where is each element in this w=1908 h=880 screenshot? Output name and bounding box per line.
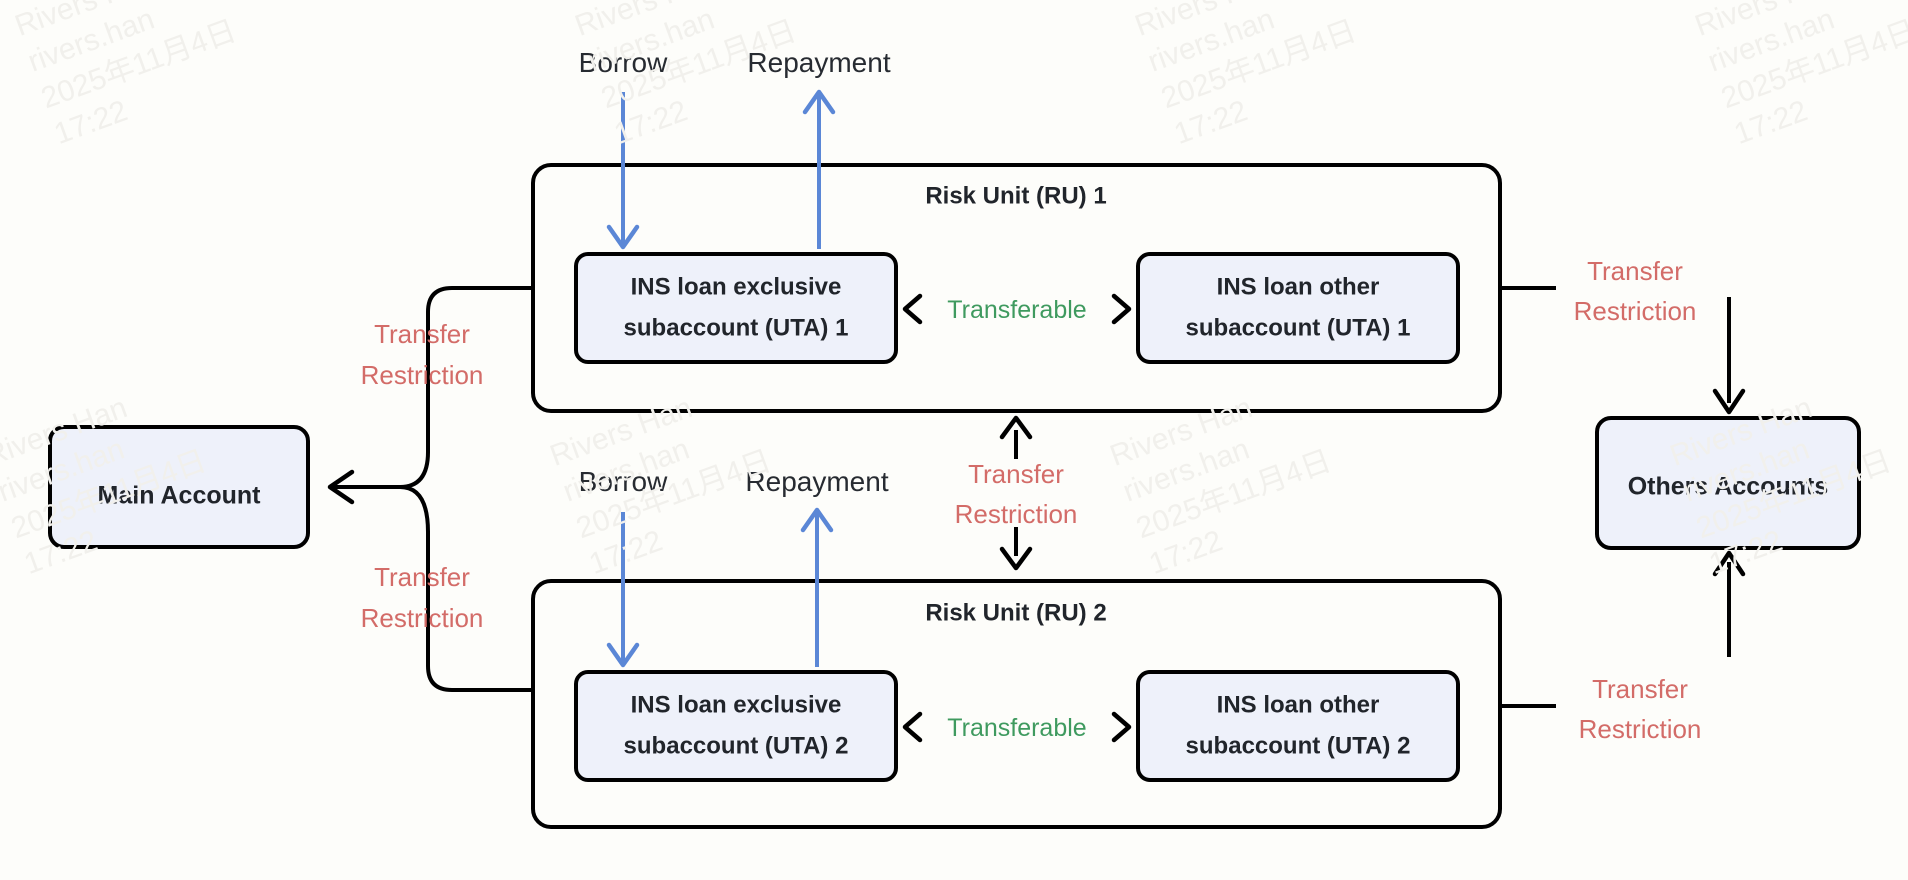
connector-ru1-to-main-account bbox=[426, 286, 535, 454]
restriction-left-top-line2: Restriction bbox=[361, 360, 484, 390]
connector-ru2-to-main-account bbox=[426, 530, 535, 692]
restriction-right-bottom-line2: Restriction bbox=[1579, 714, 1702, 744]
main-account-label: Main Account bbox=[98, 482, 262, 510]
borrow-ru2-label: Borrow bbox=[579, 466, 668, 497]
restriction-middle-line1: Transfer bbox=[968, 459, 1064, 489]
edge-ru1-transferable: Transferable bbox=[902, 293, 1132, 325]
ru1-other-box[interactable] bbox=[1136, 252, 1460, 364]
borrow-ru1-label: Borrow bbox=[579, 47, 668, 78]
ru2-other-line1: INS loan other bbox=[1217, 691, 1380, 718]
restriction-right-top-arrowhead-icon bbox=[1712, 388, 1746, 415]
restriction-left-bottom-line1: Transfer bbox=[374, 562, 470, 592]
repayment-ru2-label: Repayment bbox=[745, 466, 888, 497]
edge-restriction-right-bottom-arrow bbox=[1712, 550, 1746, 657]
node-risk-unit-2[interactable]: Risk Unit (RU) 2 INS loan exclusive suba… bbox=[531, 579, 1502, 829]
transferable-right-arrow-icon bbox=[1111, 293, 1132, 325]
repayment-ru1-arrowhead-icon bbox=[802, 89, 836, 115]
edge-restriction-right-top-arrow bbox=[1712, 297, 1746, 415]
restriction-right-top-line1: Transfer bbox=[1587, 256, 1683, 286]
node-ru1-exclusive-subaccount[interactable]: INS loan exclusive subaccount (UTA) 1 bbox=[574, 252, 898, 364]
restriction-middle-up-arrowhead-icon bbox=[999, 415, 1033, 440]
others-accounts-label: Others Accounts bbox=[1628, 473, 1829, 501]
ru2-transferable-label: Transferable bbox=[947, 714, 1086, 742]
risk-unit-2-title: Risk Unit (RU) 2 bbox=[925, 599, 1106, 626]
ru1-other-line2: subaccount (UTA) 1 bbox=[1186, 314, 1411, 341]
edge-transfer-restriction-middle: Transfer Restriction bbox=[955, 415, 1078, 571]
transferable-right-arrow-icon bbox=[1111, 711, 1132, 743]
restriction-left-bottom-line2: Restriction bbox=[361, 603, 484, 633]
edge-borrow-ru1: Borrow bbox=[579, 47, 668, 250]
node-ru2-other-subaccount[interactable]: INS loan other subaccount (UTA) 2 bbox=[1136, 670, 1460, 782]
node-ru2-exclusive-subaccount[interactable]: INS loan exclusive subaccount (UTA) 2 bbox=[574, 670, 898, 782]
node-others-accounts[interactable]: Others Accounts bbox=[1595, 416, 1861, 550]
ru2-other-line2: subaccount (UTA) 2 bbox=[1186, 732, 1411, 759]
ru2-exclusive-line2: subaccount (UTA) 2 bbox=[624, 732, 849, 759]
edge-repayment-ru1: Repayment bbox=[747, 47, 891, 249]
node-main-account[interactable]: Main Account bbox=[48, 425, 310, 549]
edge-borrow-ru2: Borrow bbox=[579, 466, 668, 668]
restriction-middle-line2: Restriction bbox=[955, 499, 1078, 529]
connector-merge-lower bbox=[398, 485, 430, 534]
transferable-left-arrow-icon bbox=[902, 711, 923, 743]
transferable-left-arrow-icon bbox=[902, 293, 923, 325]
restriction-right-top-line2: Restriction bbox=[1574, 296, 1697, 326]
node-ru1-other-subaccount[interactable]: INS loan other subaccount (UTA) 1 bbox=[1136, 252, 1460, 364]
ru1-exclusive-box[interactable] bbox=[574, 252, 898, 364]
ru1-transferable-label: Transferable bbox=[947, 296, 1086, 324]
connector-merge-upper bbox=[331, 450, 430, 489]
repayment-ru1-label: Repayment bbox=[747, 47, 890, 78]
ru2-other-box[interactable] bbox=[1136, 670, 1460, 782]
edge-repayment-ru2: Repayment bbox=[745, 466, 889, 667]
risk-unit-1-title: Risk Unit (RU) 1 bbox=[925, 182, 1106, 209]
others-accounts-box[interactable] bbox=[1595, 416, 1861, 550]
label-transfer-restriction-left-top: Transfer Restriction bbox=[361, 319, 484, 390]
ru2-exclusive-line1: INS loan exclusive bbox=[631, 691, 842, 718]
arrowhead-into-main-account bbox=[327, 469, 355, 505]
label-transfer-restriction-right-top: Transfer Restriction bbox=[1574, 256, 1697, 326]
label-transfer-restriction-left-bottom: Transfer Restriction bbox=[361, 562, 484, 633]
restriction-right-bottom-arrowhead-icon bbox=[1712, 550, 1746, 577]
ru1-exclusive-line2: subaccount (UTA) 1 bbox=[624, 314, 849, 341]
borrow-ru1-arrowhead-icon bbox=[606, 224, 640, 250]
main-account-box[interactable] bbox=[48, 425, 310, 549]
borrow-ru2-arrowhead-icon bbox=[606, 642, 640, 668]
ru2-exclusive-box[interactable] bbox=[574, 670, 898, 782]
restriction-middle-down-arrowhead-icon bbox=[999, 546, 1033, 571]
restriction-right-bottom-line1: Transfer bbox=[1592, 674, 1688, 704]
restriction-left-top-line1: Transfer bbox=[374, 319, 470, 349]
edge-ru2-transferable: Transferable bbox=[902, 711, 1132, 743]
label-transfer-restriction-right-bottom: Transfer Restriction bbox=[1579, 674, 1702, 744]
repayment-ru2-arrowhead-icon bbox=[800, 507, 834, 533]
ru1-exclusive-line1: INS loan exclusive bbox=[631, 273, 842, 300]
node-risk-unit-1[interactable]: Risk Unit (RU) 1 INS loan exclusive suba… bbox=[531, 163, 1502, 413]
ru1-other-line1: INS loan other bbox=[1217, 273, 1380, 300]
